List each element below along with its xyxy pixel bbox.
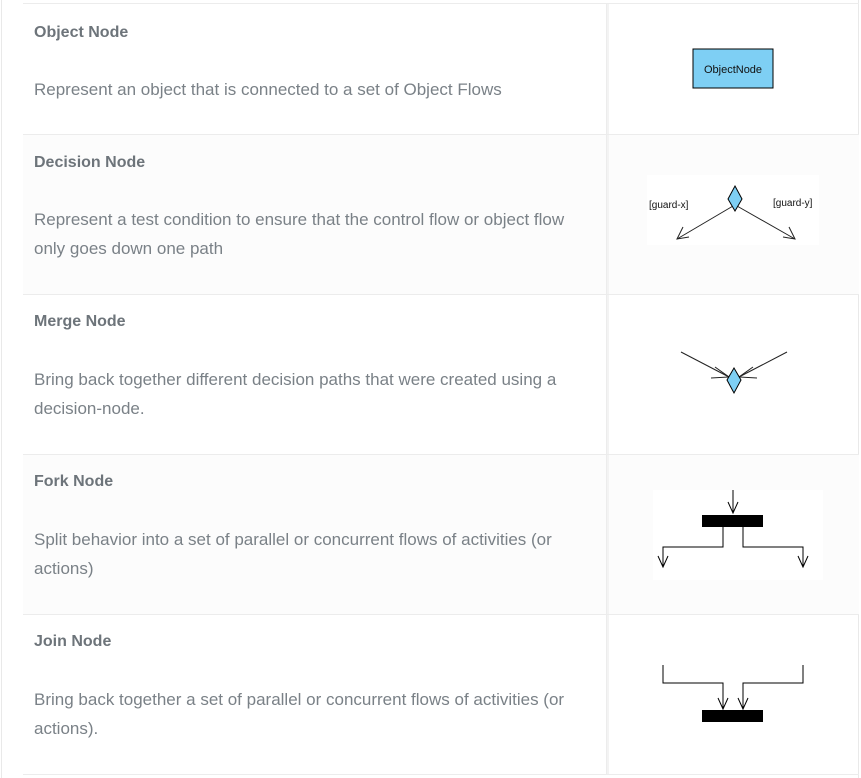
row-title: Fork Node [34,473,114,490]
row-description: Split behavior into a set of parallel or… [34,530,552,578]
activity-node-table: Object Node Represent an object that is … [23,3,859,775]
row-description: Represent an object that is connected to… [34,80,502,99]
object-node-shape [692,48,774,89]
page-border-right [858,0,859,778]
join-node-diagram [662,665,804,722]
text-cell: Join Node Bring back together a set of p… [23,615,607,774]
figure-cell [607,455,859,614]
table-row-merge-node: Merge Node Bring back together different… [23,294,859,454]
table-row-decision-node: Decision Node Represent a test condition… [23,134,859,294]
guard-y-label: [guard-y] [773,198,813,209]
object-node-diagram: ObjectNode [692,48,774,89]
row-description: Represent a test condition to ensure tha… [34,210,565,258]
decision-diamond [727,184,743,212]
figure-cell: ObjectNode [607,4,859,134]
text-cell: Fork Node Split behavior into a set of p… [23,455,607,614]
fork-bar [702,515,763,527]
row-title: Join Node [34,633,112,650]
table-row-join-node: Join Node Bring back together a set of p… [23,614,859,775]
fork-node-diagram [653,490,823,580]
merge-diamond [726,367,742,395]
figure-cell [607,295,859,454]
page-border-left [1,0,2,778]
text-cell: Merge Node Bring back together different… [23,295,607,454]
decision-node-diagram: [guard-x] [guard-y] [647,175,819,245]
table-row-object-node: Object Node Represent an object that is … [23,3,859,134]
row-description: Bring back together a set of parallel or… [34,690,565,738]
guard-x-label: [guard-x] [649,200,689,211]
join-bar [702,710,763,722]
figure-cell [607,615,859,774]
table-row-fork-node: Fork Node Split behavior into a set of p… [23,454,859,614]
row-title: Object Node [34,24,129,41]
text-cell: Object Node Represent an object that is … [23,4,607,134]
row-description: Bring back together different decision p… [34,370,557,418]
figure-cell: [guard-x] [guard-y] [607,135,859,294]
merge-node-diagram [680,351,788,395]
row-title: Decision Node [34,154,146,171]
text-cell: Decision Node Represent a test condition… [23,135,607,294]
row-title: Merge Node [34,313,126,330]
object-node-label: ObjectNode [704,64,762,76]
